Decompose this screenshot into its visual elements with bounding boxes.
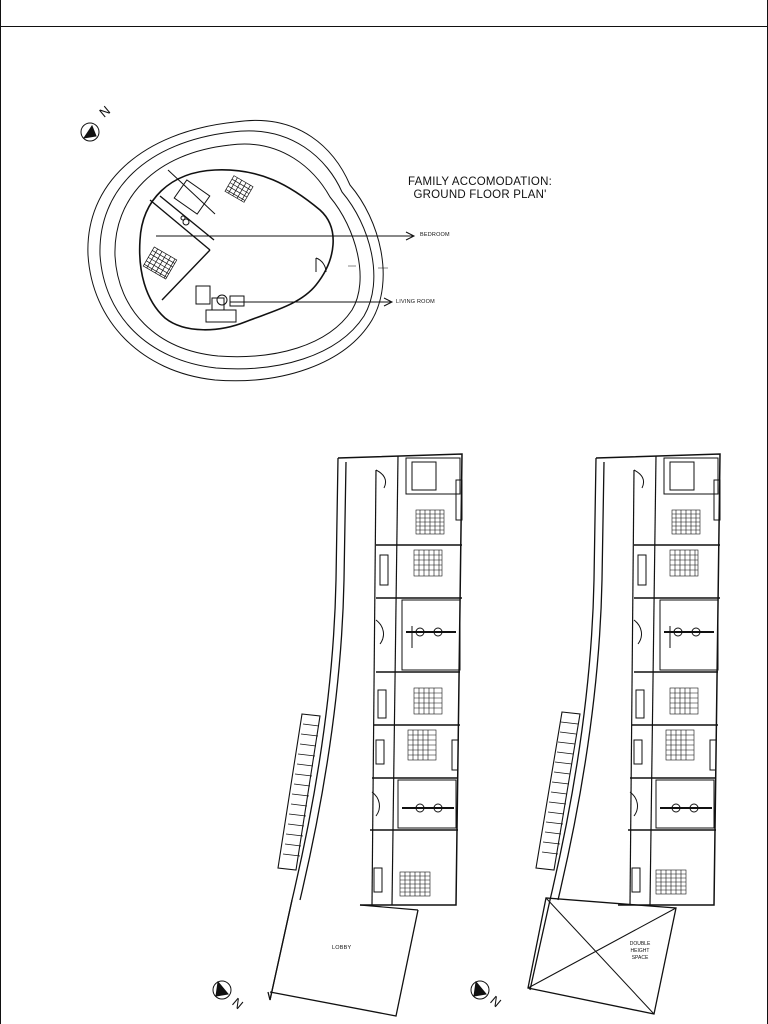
second-ring: [99, 130, 375, 370]
double-height-line2: HEIGHT: [630, 948, 650, 954]
north-arrow-3: [470, 980, 490, 1000]
block-right-plan: [527, 453, 721, 1015]
third-ring: [114, 143, 361, 358]
drawing-title-line2: GROUND FLOOR PLAN': [413, 189, 547, 201]
sheet-border-left: [0, 0, 1, 1024]
lobby-label: LOBBY: [332, 945, 352, 951]
outer-ring: [87, 120, 384, 382]
double-height-line1: DOUBLE: [629, 941, 651, 947]
family-accommodation-plan: [87, 120, 416, 382]
title-bar-frame: [0, 0, 768, 27]
bed-hatch-2: [142, 246, 178, 280]
north-arrow-2: [212, 980, 232, 1000]
double-height-label: DOUBLE HEIGHT SPACE: [618, 941, 662, 962]
bedroom-label: BEDROOM: [420, 232, 450, 238]
lobby-outline: [267, 899, 419, 1017]
double-height-line3: SPACE: [631, 955, 649, 961]
left-bed-hatches: [399, 509, 445, 897]
drawing-title: FAMILY ACCOMODATION: GROUND FLOOR PLAN': [380, 176, 580, 202]
block-left-plan: [267, 453, 463, 1017]
right-bed-hatches: [655, 509, 701, 895]
living-room-label: LIVING ROOM: [396, 299, 435, 305]
north-arrow-1: [80, 122, 100, 142]
drawing-title-line1: FAMILY ACCOMODATION:: [408, 176, 552, 188]
left-stairs: [277, 713, 321, 871]
right-stairs: [535, 711, 581, 871]
bed-hatch-1: [224, 175, 254, 203]
inner-room-outline: [138, 169, 334, 331]
